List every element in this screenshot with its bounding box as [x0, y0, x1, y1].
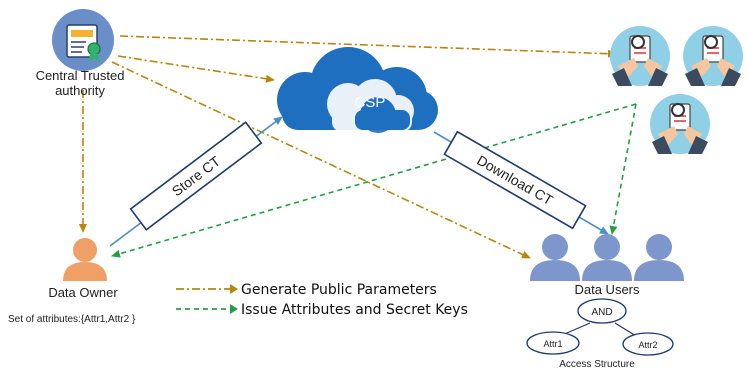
user-group-icon — [530, 234, 684, 281]
verifier-icon — [650, 94, 710, 154]
secret-key-arrows — [111, 103, 637, 258]
verifier-group — [610, 26, 743, 154]
attr1-node-label: Attr1 — [543, 339, 562, 349]
authority-to-verifiers-arrow — [119, 35, 617, 58]
store-ct-banner: Store CT — [129, 121, 263, 231]
authority-label-line1: Central Trusted — [36, 68, 125, 83]
verifier-icon — [610, 26, 670, 86]
access-structure: AND Attr1 Attr2 Access Structure — [526, 298, 674, 370]
legend-label: Generate Public Parameters — [241, 282, 437, 298]
access-structure-caption: Access Structure — [559, 359, 635, 370]
legend: Generate Public Parameters Issue Attribu… — [176, 282, 468, 318]
legend-label: Issue Attributes and Secret Keys — [241, 302, 468, 318]
download-ct-banner: Download CT — [443, 130, 587, 230]
public-parameter-arrows — [79, 35, 617, 259]
certificate-icon — [52, 9, 114, 71]
cloud-icon — [277, 47, 438, 130]
legend-item-secret-keys: Issue Attributes and Secret Keys — [176, 302, 468, 318]
attr2-node — [622, 332, 674, 356]
authority-label-line2: authority — [55, 83, 105, 98]
download-ct-label: Download CT — [474, 152, 556, 208]
attr1-node — [526, 331, 580, 355]
attr2-node-label: Attr2 — [638, 340, 657, 350]
owner-label: Data Owner — [48, 285, 118, 300]
data-owner: Data Owner Set of attributes:{Attr1,Attr… — [8, 238, 136, 325]
and-node-label: AND — [591, 307, 612, 318]
person-icon — [63, 238, 107, 281]
and-node — [577, 298, 627, 324]
authority-to-csp-arrow — [117, 55, 275, 83]
verifier-to-owner-arrow — [111, 103, 637, 258]
csp-label: CSP — [355, 94, 386, 111]
users-label: Data Users — [574, 282, 640, 297]
verifier-to-users-arrow — [609, 103, 637, 235]
authority-to-users-arrow — [111, 61, 531, 259]
central-authority: Central Trusted authority — [36, 9, 125, 98]
data-users: Data Users — [530, 234, 684, 297]
legend-item-public-parameters: Generate Public Parameters — [176, 282, 437, 298]
owner-attributes: Set of attributes:{Attr1,Attr2 } — [8, 314, 136, 325]
verifier-icon — [683, 26, 743, 86]
csp-cloud: CSP — [277, 47, 438, 133]
